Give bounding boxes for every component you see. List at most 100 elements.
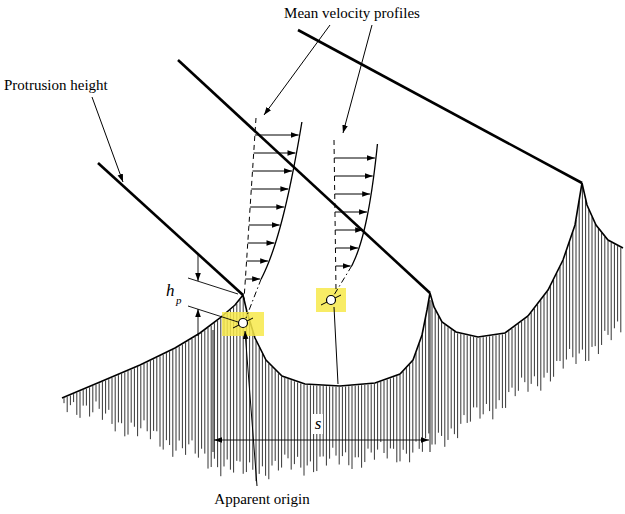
dimension-symbol: h (166, 281, 175, 301)
callout-label: Apparent origin (214, 490, 309, 508)
hatch-line (425, 318, 426, 438)
hatch-line (486, 337, 487, 404)
hatch-line (422, 334, 423, 452)
dimension-arrow (198, 255, 199, 281)
hatch-line (80, 391, 81, 417)
hatch-line (211, 326, 212, 467)
hatch-line (217, 321, 218, 467)
highlight (222, 312, 264, 336)
hatch-line (102, 382, 103, 420)
velocity-arrow (335, 212, 367, 213)
velocity-arrow (334, 158, 375, 159)
hatch-line (432, 301, 433, 445)
hatch-line (108, 379, 109, 410)
hatch-line (256, 341, 257, 481)
hatch-line (112, 378, 113, 424)
leader-arrow (343, 25, 372, 133)
hatch-line (448, 327, 449, 440)
hatch-line (595, 224, 596, 346)
hatch-line (208, 328, 209, 469)
velocity-arrow (251, 189, 288, 190)
velocity-arrow (335, 248, 358, 249)
velocity-arrow (336, 266, 351, 267)
velocity-arrow (248, 243, 275, 244)
hatch-line (140, 366, 141, 429)
hatch-line (483, 337, 484, 414)
hatch-line (121, 374, 122, 423)
hatch-line (96, 385, 97, 402)
hatch-line (380, 382, 381, 442)
velocity-profile-curve (261, 122, 302, 279)
hatch-line (150, 361, 151, 439)
hatch-line (272, 367, 273, 466)
hatch-line (566, 251, 567, 359)
hatch-line (489, 336, 490, 411)
hatch-line (265, 360, 266, 476)
log-extension (246, 279, 261, 318)
leader-arrow (264, 25, 330, 115)
hatch-line (284, 378, 285, 455)
hatch-line (163, 355, 164, 450)
ridge-crest (98, 163, 243, 295)
hatch-line (64, 398, 65, 403)
hatch-line (480, 338, 481, 419)
velocity-arrow (335, 194, 370, 195)
ridge-crest (178, 60, 430, 293)
hatch-line (556, 273, 557, 361)
hatch-line (502, 334, 503, 408)
hatch-line (201, 333, 202, 449)
hatch-line (92, 386, 93, 412)
leader-arrow (92, 97, 123, 182)
velocity-arrow (335, 230, 363, 231)
hatch-line (310, 385, 311, 461)
profile-axis (334, 140, 336, 290)
hatch-line (393, 377, 394, 449)
hatch-line (412, 361, 413, 452)
hatch-line (419, 344, 420, 449)
hatch-line (364, 385, 365, 462)
hatch-line (118, 375, 119, 422)
hatch-line (409, 365, 410, 463)
hatch-line (611, 243, 612, 340)
extension-line (188, 306, 238, 322)
hatch-line (73, 394, 74, 402)
hatch-line (124, 372, 125, 436)
hatch-line (390, 378, 391, 448)
hatch-line (547, 292, 548, 373)
hatch-line (371, 384, 372, 452)
origin-axis (233, 318, 253, 328)
hatch-line (185, 343, 186, 455)
hatch-line (588, 210, 589, 361)
hatch-line (601, 233, 602, 345)
hatch-line (128, 371, 129, 435)
hatch-line (214, 323, 215, 459)
hatch-line (569, 242, 570, 349)
hatch-line (220, 318, 221, 476)
hatch-line (339, 387, 340, 465)
dimension-arrow (198, 309, 199, 336)
hatch-line (537, 305, 538, 387)
hatch-line (476, 338, 477, 408)
hatch-line (198, 335, 199, 458)
hatch-line (416, 353, 417, 442)
hatch-line (374, 384, 375, 460)
hatch-line (368, 385, 369, 449)
ridge-crest (298, 30, 582, 183)
hatch-line (137, 367, 138, 436)
hatch-line (345, 387, 346, 453)
extension-line (213, 330, 214, 452)
hatch-line (131, 370, 132, 423)
hatch-line (435, 310, 436, 444)
hatch-line (451, 330, 452, 429)
hatch-line (176, 348, 177, 450)
extension-line (430, 300, 431, 452)
hatch-line (307, 385, 308, 465)
hatch-line (444, 325, 445, 447)
hatch-line (188, 341, 189, 445)
hatch-line (332, 387, 333, 448)
hatch-line (512, 329, 513, 388)
hatch-line (294, 381, 295, 464)
hatch-line (348, 386, 349, 465)
hatch-line (291, 380, 292, 469)
hatch-line (617, 246, 618, 321)
